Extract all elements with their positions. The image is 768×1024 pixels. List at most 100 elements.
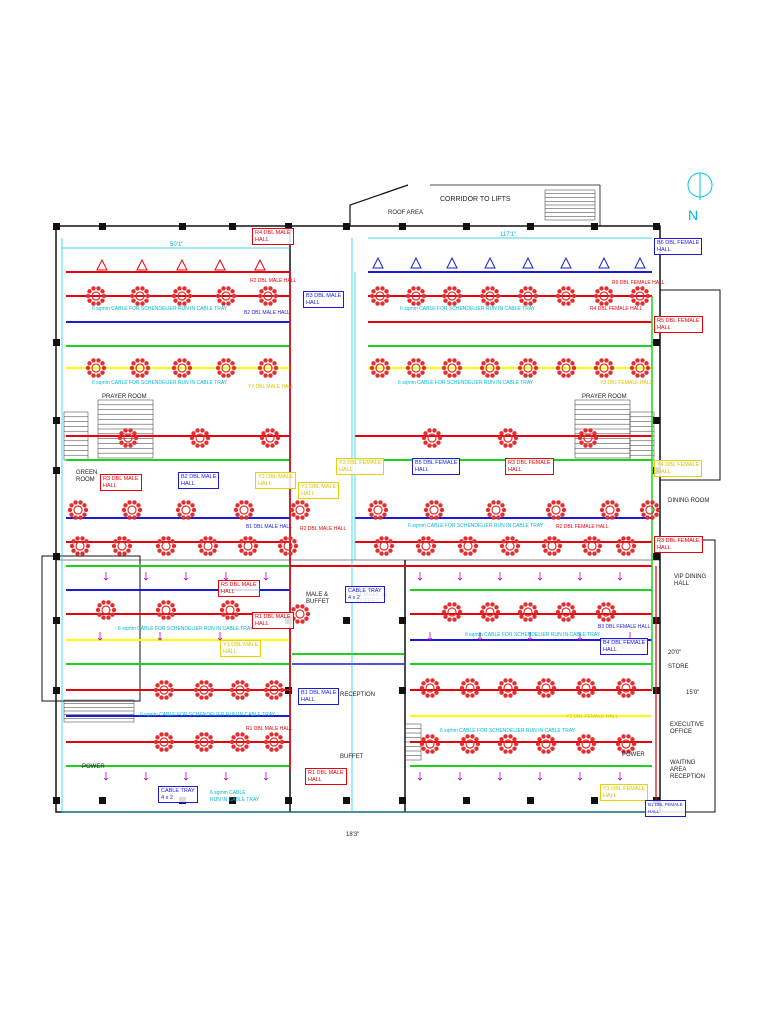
marker-arrow	[617, 772, 623, 781]
chandelier-icon	[485, 500, 507, 520]
wall-lamp-icon	[96, 258, 108, 271]
marker-arrow	[217, 632, 223, 641]
chandelier-icon	[263, 732, 285, 752]
cable-note-3: 6 sqmm CABLE FOR SCHENDELIER RUN IN CABL…	[400, 306, 536, 312]
column	[653, 339, 660, 346]
marker-arrow	[427, 632, 433, 641]
column	[399, 687, 406, 694]
chandelier-icon	[155, 600, 177, 620]
reception-center-label: RECEPTION	[340, 692, 376, 698]
chandelier-icon	[153, 680, 175, 700]
b2-male-label: B2 DBL MALE HALL	[244, 310, 290, 316]
dimension-side2-label: 15'0"	[686, 690, 700, 696]
y1-male-box: Y1 DBL MALE HALL	[298, 482, 340, 499]
chandelier-icon	[189, 428, 211, 448]
r2-female-label: R2 DBL FEMALE HALL	[556, 524, 609, 530]
chandelier-icon	[129, 358, 151, 378]
chandelier-icon	[541, 536, 563, 556]
marker-arrow	[537, 772, 543, 781]
b4-female-box: B4 DBL FEMALE HALL	[600, 638, 649, 655]
marker-arrow	[263, 572, 269, 581]
chandelier-icon	[479, 286, 501, 306]
corridor-label: CORRIDOR TO LIFTS	[440, 196, 511, 203]
chandelier-icon	[215, 358, 237, 378]
marker-arrow	[457, 572, 463, 581]
chandelier-icon	[581, 536, 603, 556]
marker-arrow	[97, 632, 103, 641]
marker-arrow	[577, 772, 583, 781]
y4-female-box: Y4 DBL FEMALE HALL	[654, 460, 703, 477]
chandelier-icon	[369, 286, 391, 306]
chandelier-fixtures	[67, 286, 661, 754]
chandelier-icon	[117, 428, 139, 448]
chandelier-icon	[497, 734, 519, 754]
cable-note-7: 6 sqmm CABLE FOR SCHENDELIER RUN IN CABL…	[465, 632, 601, 638]
chandelier-icon	[229, 680, 251, 700]
chandelier-icon	[555, 602, 577, 622]
r1-male-bottom-box: R1 DBL MALE HALL	[305, 768, 347, 785]
chandelier-icon	[415, 536, 437, 556]
chandelier-icon	[575, 678, 597, 698]
b1-male-label: B1 DBL MALE HALL	[246, 524, 292, 530]
column	[285, 223, 292, 230]
column	[527, 223, 534, 230]
y1-male-small-box: Y1 DBL MALE HALL	[220, 640, 262, 657]
column	[527, 797, 534, 804]
r3-female-box: R3 DBL FEMALE HALL	[505, 458, 554, 475]
column	[53, 467, 60, 474]
marker-arrow	[477, 632, 483, 641]
stairs	[63, 189, 655, 761]
chandelier-icon	[479, 358, 501, 378]
column	[229, 797, 236, 804]
column	[653, 553, 660, 560]
wall-lamp-icon	[634, 256, 646, 269]
marker-arrow	[103, 572, 109, 581]
marker-arrow	[577, 632, 583, 641]
wall-lamp-icon	[446, 256, 458, 269]
north-label: N	[688, 207, 699, 223]
y1-female-box: Y1 DBL FEMALE HALL	[600, 784, 649, 801]
r1-male-label: R1 DBL MALE HALL	[246, 726, 293, 732]
wall-lamps	[96, 256, 646, 781]
chandelier-icon	[615, 678, 637, 698]
chandelier-icon	[517, 602, 539, 622]
chandelier-icon	[441, 286, 463, 306]
chandelier-icon	[419, 734, 441, 754]
chandelier-icon	[219, 600, 241, 620]
column	[53, 617, 60, 624]
chandelier-icon	[421, 428, 443, 448]
chandelier-icon	[629, 286, 651, 306]
column	[53, 553, 60, 560]
column	[229, 223, 236, 230]
column	[53, 797, 60, 804]
chandelier-icon	[277, 536, 299, 556]
chandelier-icon	[615, 536, 637, 556]
y2-female-label: Y2 DBL FEMALE HALL	[566, 714, 619, 720]
wall-lamp-icon	[176, 258, 188, 271]
column	[653, 417, 660, 424]
cable-tray-left-box: CABLE TRAY 4 x 2	[158, 786, 198, 803]
column	[53, 223, 60, 230]
marker-arrow	[143, 572, 149, 581]
wall-lamp-icon	[136, 258, 148, 271]
marker-arrow	[103, 772, 109, 781]
chandelier-icon	[369, 358, 391, 378]
marker-arrow	[537, 572, 543, 581]
b1-female-box: B1 DBL FEMALE HALL	[645, 800, 686, 817]
cable-tray-center-box: CABLE TRAY 4 x 2	[345, 586, 385, 603]
male-buffet-label: MALE & BUFFET	[306, 592, 330, 605]
dimension-bottom-label: 18'3"	[346, 832, 360, 838]
r5-male-box: R5 DBL MALE HALL	[218, 580, 260, 597]
chandelier-icon	[577, 428, 599, 448]
marker-arrow	[527, 632, 533, 641]
store-label: STORE	[668, 664, 689, 670]
cable-run-bottom-label: 6 sqmm CABLE RUN IN CABLE TRAY	[210, 790, 260, 803]
chandelier-icon	[171, 286, 193, 306]
chandelier-icon	[153, 732, 175, 752]
column	[285, 797, 292, 804]
column	[343, 617, 350, 624]
chandelier-icon	[499, 536, 521, 556]
b3-female-label: B3 DBL FEMALE HALL	[598, 624, 651, 630]
chandelier-icon	[85, 286, 107, 306]
chandelier-icon	[497, 678, 519, 698]
